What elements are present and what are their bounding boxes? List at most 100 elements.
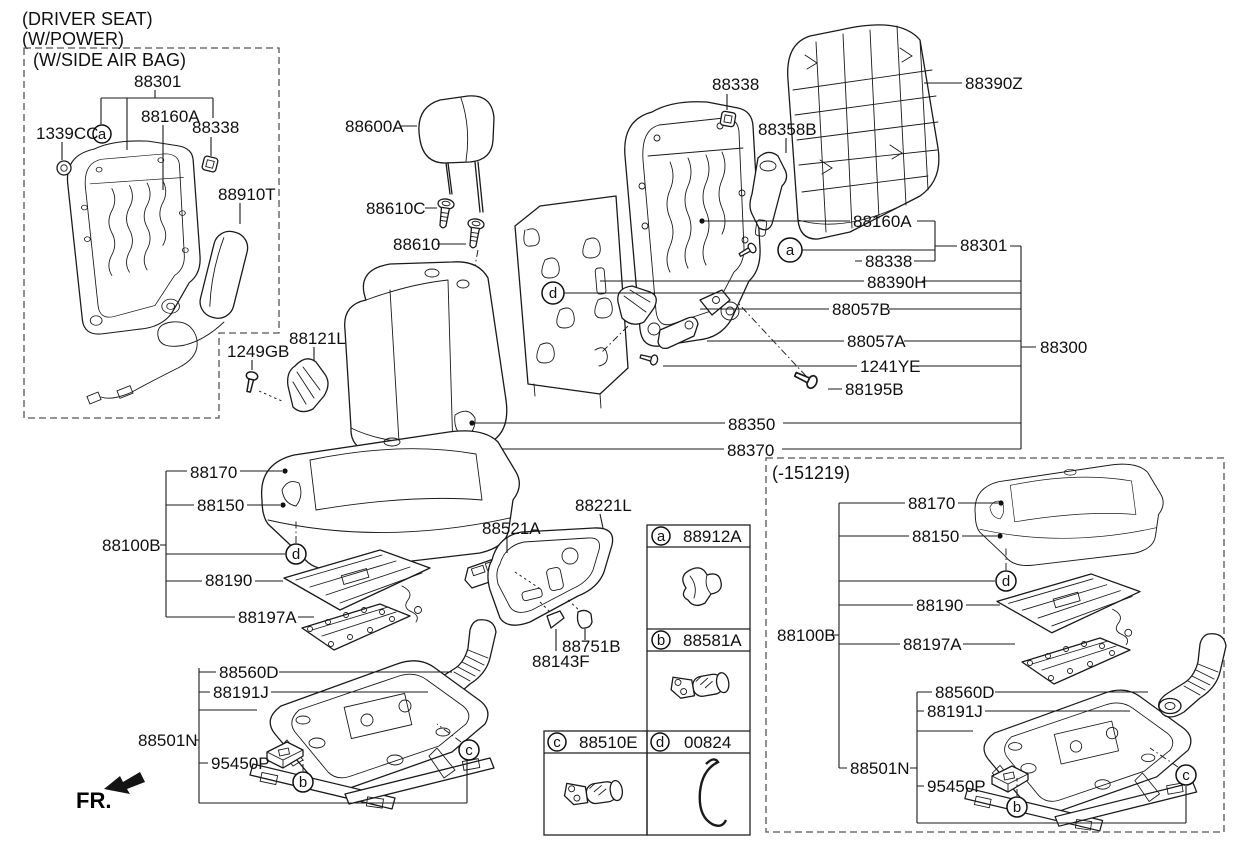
label-88910T: 88910T — [218, 185, 276, 204]
page-title-line1: (DRIVER SEAT) — [22, 9, 153, 29]
legend-wire-hook-drawing — [698, 758, 728, 827]
label-88300: 88300 — [1040, 338, 1087, 357]
label-88301-airbag: 88301 — [134, 72, 181, 91]
label-88338-airbag: 88338 — [192, 118, 239, 137]
seatback-group: a d 88338 88358B 88390Z 88160A 88301 883… — [344, 24, 1087, 468]
label-88610: 88610 — [393, 235, 440, 254]
label-88190: 88190 — [205, 571, 252, 590]
label-88560D-old: 88560D — [935, 683, 995, 702]
back-panel-88390Z-drawing — [787, 24, 940, 240]
shield-group: 88521A 88221L 88751B 88143F — [428, 496, 632, 704]
seatback-frame-drawing-airbag — [66, 140, 201, 335]
legend-key-a: a — [651, 526, 671, 546]
label-88143F: 88143F — [532, 652, 590, 671]
svg-text:c: c — [1182, 767, 1190, 784]
svg-text:c: c — [465, 742, 473, 759]
label-88751B: 88751B — [562, 637, 621, 656]
svg-text:d: d — [292, 546, 300, 563]
label-95450P: 95450P — [211, 754, 270, 773]
label-88338-top: 88338 — [712, 75, 759, 94]
airbag-harness-drawing — [86, 321, 225, 405]
legend-key-b: b — [651, 630, 671, 650]
clip-88338-left-drawing — [200, 154, 220, 174]
legend-guide-clip-drawing — [682, 567, 722, 607]
seatback-heat-pad-drawing — [514, 195, 629, 409]
svg-text:a: a — [786, 242, 795, 259]
label-88221L: 88221L — [575, 496, 632, 515]
callout-d-old: d — [995, 570, 1017, 592]
cushion-heat-pad-drawing-old — [996, 573, 1141, 646]
callout-b-old: b — [1006, 796, 1028, 818]
svg-text:b: b — [299, 774, 307, 791]
label-88121L: 88121L — [289, 329, 346, 348]
label-88170-old: 88170 — [908, 494, 955, 513]
callout-a-seatback: a — [777, 237, 803, 263]
svg-text:b: b — [1013, 799, 1021, 816]
cushion-pad-plate-drawing-old — [1021, 637, 1131, 685]
label-88370: 88370 — [727, 441, 774, 460]
nut-1339CC-drawing — [56, 160, 72, 176]
label-88100B: 88100B — [102, 536, 161, 555]
label-88100B-old: 88100B — [777, 626, 836, 645]
svg-text:b: b — [657, 632, 665, 649]
headrest-drawing — [418, 95, 495, 213]
label-88057A: 88057A — [847, 332, 906, 351]
cushion-pad-plate-drawing — [301, 603, 411, 651]
cap-88143F-drawing — [546, 610, 565, 629]
callout-c-track: c — [458, 739, 480, 761]
label-88195B: 88195B — [845, 380, 904, 399]
side-airbag-group: (W/SIDE AIR BAG) a 883 — [23, 47, 346, 419]
callout-a-airbag: a — [92, 124, 112, 144]
callout-d-cushion: d — [285, 543, 307, 565]
label-88600A: 88600A — [345, 117, 404, 136]
cushion-group: d 88170 88150 88100B 88190 88197A — [102, 430, 521, 651]
fr-label: FR. — [76, 788, 111, 813]
label-88150-old: 88150 — [912, 527, 959, 546]
label-88191J: 88191J — [213, 683, 269, 702]
blower-duct-drawing-old — [1158, 633, 1227, 718]
side-airbag-title: (W/SIDE AIR BAG) — [33, 50, 186, 70]
label-1241YE: 1241YE — [860, 357, 921, 376]
label-88501N: 88501N — [138, 731, 198, 750]
legend-part-88510E: 88510E — [579, 733, 638, 752]
fr-indicator: FR. — [76, 772, 145, 813]
label-88350: 88350 — [728, 415, 775, 434]
label-88560D: 88560D — [219, 663, 279, 682]
svg-text:a: a — [98, 126, 107, 143]
seat-cushion-drawing-old — [974, 463, 1164, 566]
label-1339CC: 1339CC — [36, 124, 98, 143]
guide-88358B-drawing — [749, 151, 788, 237]
label-88501N-old: 88501N — [850, 759, 910, 778]
label-88390Z: 88390Z — [965, 74, 1023, 93]
label-88191J-old: 88191J — [927, 702, 983, 721]
callout-d-backpad: d — [541, 281, 565, 305]
label-88521A: 88521A — [482, 519, 541, 538]
callout-b-track: b — [292, 771, 314, 793]
label-88160A-right: 88160A — [853, 212, 912, 231]
label-88338-right: 88338 — [865, 252, 912, 271]
clip-88338-top-drawing — [719, 110, 737, 128]
label-88301-right: 88301 — [960, 236, 1007, 255]
callout-c-old: c — [1175, 764, 1197, 786]
label-88358B: 88358B — [758, 120, 817, 139]
legend-key-c: c — [547, 732, 567, 752]
shield-88221L-drawing — [487, 527, 614, 626]
svg-text:d: d — [656, 734, 664, 751]
cap-88751B-drawing — [576, 609, 593, 629]
stud-88610C-drawing — [434, 197, 456, 230]
label-88057B: 88057B — [832, 300, 891, 319]
label-88190-old: 88190 — [916, 596, 963, 615]
label-88390H: 88390H — [867, 273, 927, 292]
pre-facelift-group: (-151219) d b c 88170 88150 88100B 88190… — [765, 457, 1227, 833]
pre-facelift-title: (-151219) — [772, 463, 850, 483]
side-airbag-module-drawing — [199, 230, 249, 319]
bolt-1249GB-drawing — [242, 370, 260, 394]
label-88197A-old: 88197A — [903, 635, 962, 654]
stud-88610-drawing — [464, 217, 486, 250]
legend-part-88581A: 88581A — [683, 631, 742, 650]
svg-text:d: d — [549, 285, 557, 302]
page-title-line2: (W/POWER) — [22, 29, 124, 49]
label-88150: 88150 — [197, 496, 244, 515]
